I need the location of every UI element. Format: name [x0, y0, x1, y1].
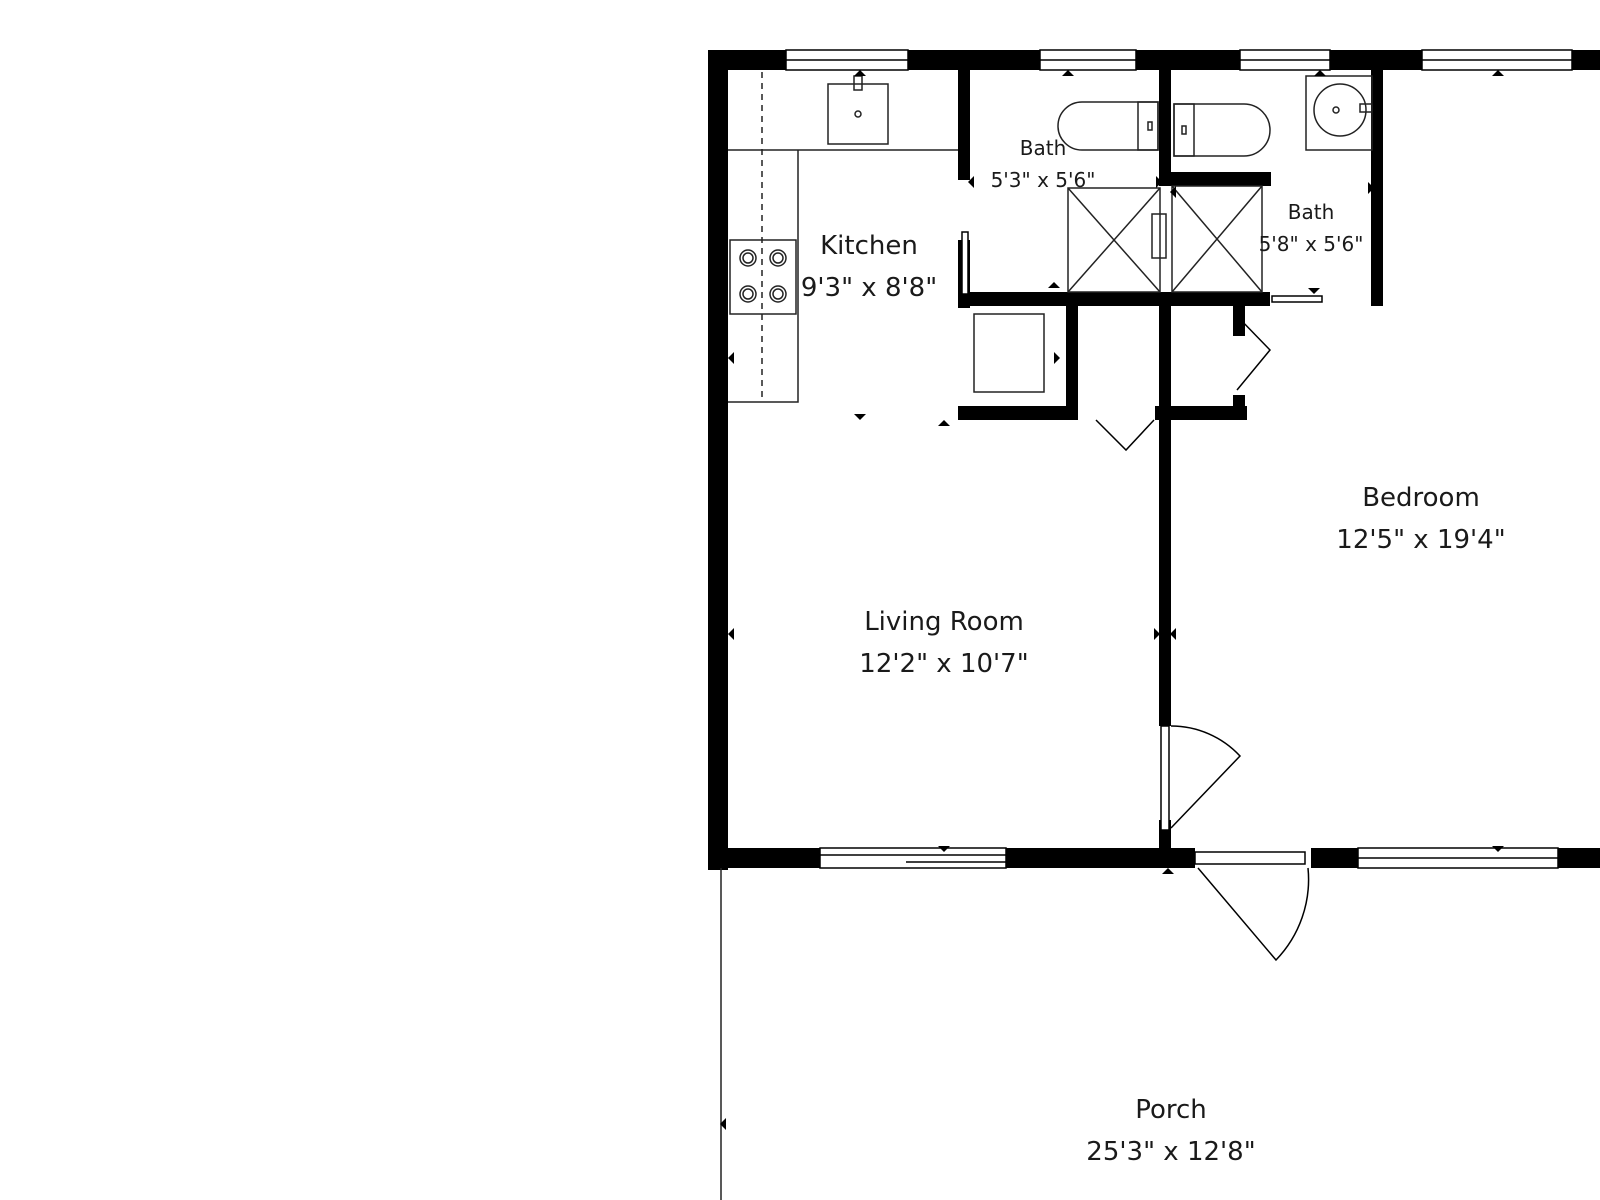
wall-bath2-right — [1371, 70, 1383, 306]
door-porch-swing — [1197, 867, 1310, 962]
door-openings — [1159, 726, 1311, 868]
toilet-icon — [1057, 101, 1159, 151]
room-name: Bath — [1019, 136, 1067, 160]
room-label-living-room: Living Room 12'2" x 10'7" — [859, 609, 1028, 677]
door-bedroom-leaf — [1160, 725, 1170, 831]
wall-living-bedroom-low — [1159, 820, 1171, 868]
bath1-fixtures — [1057, 101, 1161, 293]
door-closet-swing — [1095, 419, 1155, 452]
wall-top — [708, 50, 1600, 70]
wall-living-bedroom — [1159, 306, 1171, 726]
wall-closet-bottom-right — [1155, 406, 1247, 420]
door-bath2-slider — [1271, 295, 1323, 303]
sink-icon-2 — [1305, 75, 1373, 151]
wall-bath-divider — [1159, 70, 1171, 180]
shower-valve-icon — [1151, 213, 1167, 259]
door-bath1-slider — [961, 231, 969, 295]
room-dimensions: 9'3" x 8'8" — [800, 273, 938, 303]
room-label-bath-1: Bath 5'3" x 5'6" — [991, 138, 1096, 190]
shower-icon — [1067, 187, 1161, 293]
walls — [708, 50, 1600, 870]
kitchen-counter — [728, 149, 958, 403]
room-name: Kitchen — [820, 231, 918, 261]
wall-closet-right-lower — [1233, 395, 1245, 420]
door-closet2-swing — [1236, 315, 1272, 391]
bath2-fixtures — [1151, 75, 1373, 293]
toilet-icon-2 — [1173, 103, 1271, 157]
room-name: Bath — [1287, 200, 1335, 224]
room-label-bath-2: Bath 5'8" x 5'6" — [1259, 202, 1364, 254]
room-name: Living Room — [864, 607, 1024, 637]
kitchen-fixtures — [728, 72, 1045, 403]
doors — [961, 231, 1323, 962]
fridge-icon — [973, 313, 1045, 393]
room-label-kitchen: Kitchen 9'3" x 8'8" — [801, 233, 937, 301]
wall-closet-left — [1066, 306, 1078, 420]
door-porch-leaf — [1194, 851, 1306, 865]
dimension-markers — [720, 70, 1504, 1130]
door-bedroom-swing — [1170, 725, 1242, 829]
stove-icon — [729, 239, 797, 315]
room-dimensions: 12'2" x 10'7" — [859, 649, 1029, 679]
room-dimensions: 5'3" x 5'6" — [990, 168, 1096, 192]
wall-bath-divider-lower — [1159, 172, 1271, 186]
room-dimensions: 12'5" x 19'4" — [1336, 525, 1506, 555]
room-name: Porch — [1135, 1095, 1207, 1125]
windows — [785, 49, 1573, 869]
shower-icon-2 — [1171, 185, 1263, 293]
room-dimensions: 5'8" x 5'6" — [1258, 232, 1364, 256]
room-label-bedroom: Bedroom 12'5" x 19'4" — [1336, 485, 1505, 553]
window-living-bottom — [819, 847, 1007, 869]
room-label-porch: Porch 25'3" x 12'8" — [1086, 1097, 1255, 1165]
wall-left — [708, 50, 728, 870]
wall-closet-bottom — [958, 406, 1068, 420]
room-dimensions: 25'3" x 12'8" — [1086, 1137, 1256, 1167]
wall-kitchen-bath — [958, 70, 970, 180]
sink-icon — [827, 83, 889, 145]
room-name: Bedroom — [1362, 483, 1480, 513]
wall-closet-right — [1233, 306, 1245, 336]
wall-bath-bottom — [958, 292, 1270, 306]
